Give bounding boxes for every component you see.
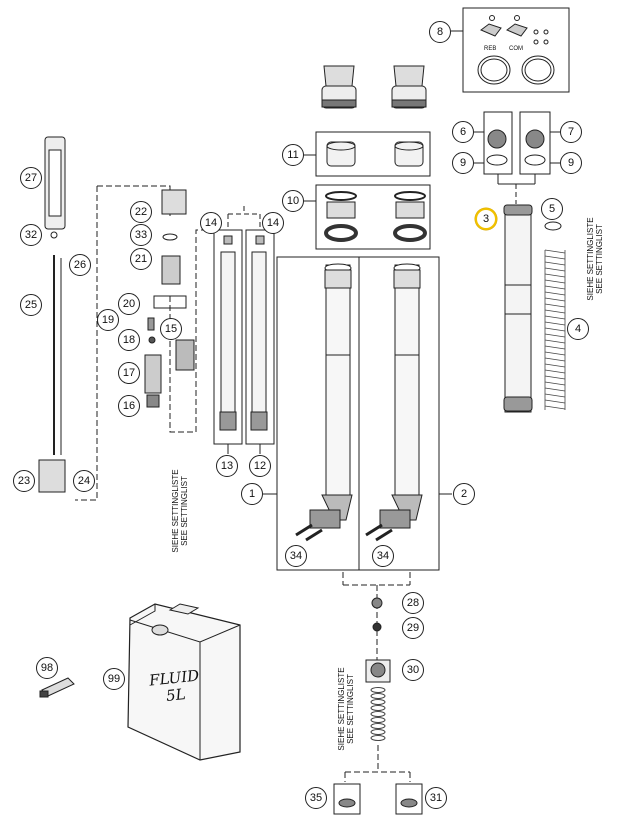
com-label: COM: [509, 46, 523, 52]
callout-9-right: 9: [560, 152, 582, 174]
callout-14-left: 14: [200, 212, 222, 234]
callout-12: 12: [249, 455, 271, 477]
callout-4: 4: [567, 318, 589, 340]
seal-ring-left: [477, 55, 511, 85]
callout-18: 18: [118, 329, 140, 351]
callout-17: 17: [118, 362, 140, 384]
callout-6: 6: [452, 121, 474, 143]
callout-35: 35: [305, 787, 327, 809]
callout-23: 23: [13, 470, 35, 492]
callout-32: 32: [20, 224, 42, 246]
seal-ring-right: [521, 55, 555, 85]
adjuster-kit-frame: [462, 7, 570, 93]
outer-tube: [504, 205, 532, 413]
callout-98: 98: [36, 657, 58, 679]
callout-24: 24: [73, 470, 95, 492]
seal-box: [315, 184, 431, 250]
callout-10: 10: [282, 190, 304, 212]
callout-30: 30: [402, 659, 424, 681]
callout-33: 33: [130, 224, 152, 246]
callout-9-left: 9: [452, 152, 474, 174]
right-fork-leg-box: [358, 256, 440, 571]
callout-15: 15: [160, 318, 182, 340]
callout-5: 5: [541, 198, 563, 220]
callout-34-right: 34: [372, 545, 394, 567]
callout-26: 26: [69, 254, 91, 276]
callout-34-left: 34: [285, 545, 307, 567]
callout-25: 25: [20, 294, 42, 316]
callout-22: 22: [130, 201, 152, 223]
reb-adjuster: [480, 23, 502, 37]
callout-2: 2: [453, 483, 475, 505]
callout-13: 13: [216, 455, 238, 477]
callout-3-highlighted: 3: [475, 208, 497, 230]
callout-14-right: 14: [262, 212, 284, 234]
callout-27: 27: [20, 167, 42, 189]
callout-99: 99: [103, 668, 125, 690]
callout-21: 21: [130, 248, 152, 270]
callout-28: 28: [402, 592, 424, 614]
bushing-box: [315, 131, 431, 177]
callout-7: 7: [560, 121, 582, 143]
callout-16: 16: [118, 395, 140, 417]
reb-label: REB: [484, 46, 497, 52]
callout-8: 8: [429, 21, 451, 43]
callout-1: 1: [241, 483, 263, 505]
com-adjuster: [506, 23, 528, 37]
callout-11: 11: [282, 144, 304, 166]
callout-29: 29: [402, 617, 424, 639]
callout-20: 20: [118, 293, 140, 315]
callout-31: 31: [425, 787, 447, 809]
callout-19: 19: [97, 309, 119, 331]
